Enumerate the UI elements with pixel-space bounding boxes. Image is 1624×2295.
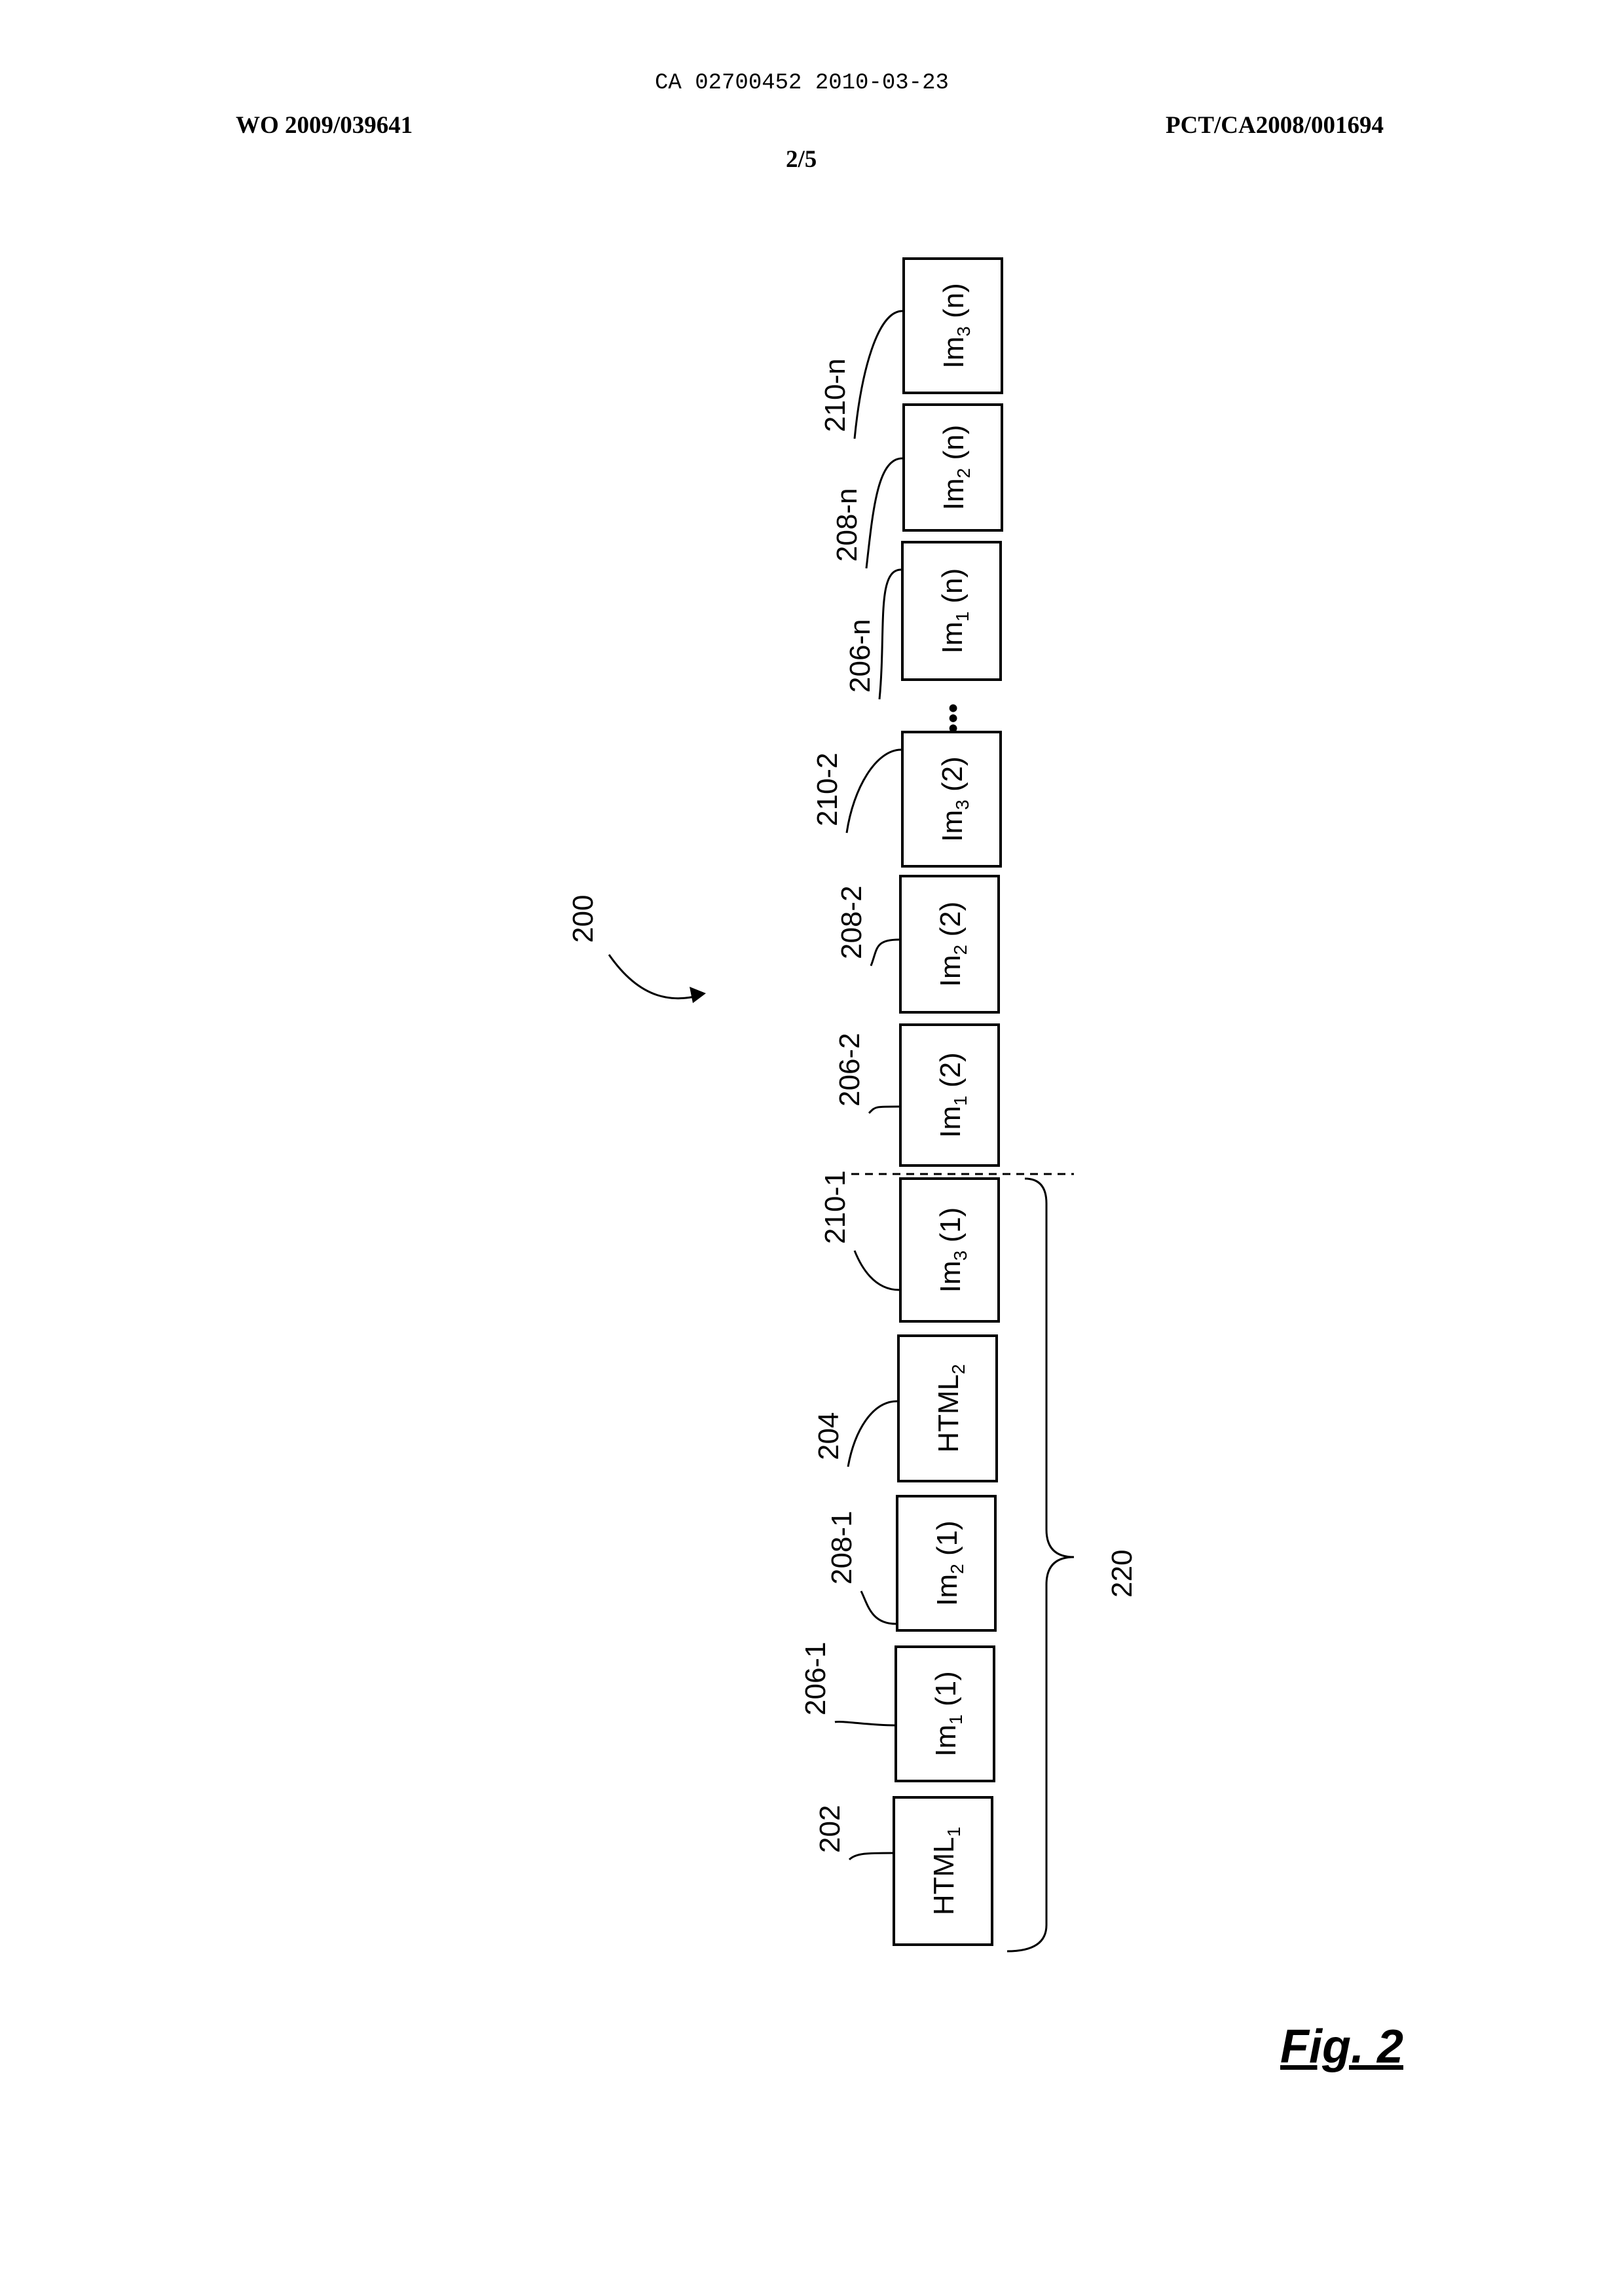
reference-210-2: 210-2 (811, 752, 843, 826)
block-206-2: Im1 (2) (900, 1025, 999, 1166)
block-208-n: Im2 (n) (904, 405, 1002, 530)
block-label: Im3 (2) (936, 756, 972, 841)
leader-line (835, 1721, 895, 1725)
reference-202: 202 (814, 1805, 846, 1853)
leader-line (847, 750, 901, 833)
block-label: Im1 (n) (936, 568, 972, 653)
block-label: HTML2 (932, 1364, 969, 1452)
leader-line (855, 311, 902, 439)
ellipsis: ••• (937, 703, 969, 733)
block-sequence: HTML1 Im1 (1) Im2 (1) HTML2 Im3 (1) Im1 (2) Im… (894, 259, 1002, 1945)
reference-200-arrow (609, 955, 701, 999)
reference-210-n: 210-n (819, 358, 851, 432)
reference-208-2: 208-2 (836, 885, 868, 959)
block-210-2: Im3 (2) (902, 732, 1001, 866)
block-210-n: Im3 (n) (904, 259, 1002, 393)
reference-208-1: 208-1 (826, 1511, 858, 1585)
block-label: Im3 (1) (934, 1207, 970, 1293)
leader-line (861, 1591, 896, 1624)
block-208-2: Im2 (2) (900, 876, 999, 1012)
block-206-n: Im1 (n) (902, 542, 1001, 680)
reference-204: 204 (813, 1412, 845, 1460)
leader-line (849, 1853, 893, 1860)
block-202: HTML1 (894, 1797, 992, 1945)
block-204: HTML2 (898, 1336, 997, 1481)
reference-210-1: 210-1 (819, 1170, 851, 1244)
block-label: Im2 (n) (938, 425, 974, 510)
leader-line (848, 1401, 897, 1467)
block-label: HTML1 (928, 1827, 964, 1915)
leader-line (866, 458, 902, 568)
leader-line (855, 1251, 899, 1290)
reference-208-n: 208-n (831, 488, 863, 562)
leader-line (879, 570, 901, 699)
reference-206-1: 206-1 (800, 1642, 832, 1716)
reference-206-2: 206-2 (834, 1033, 866, 1107)
reference-leaders: 202 206-1 208-1 204 210-1 206-2 208-2 210-2 206-… (800, 311, 902, 1860)
block-label: Im1 (1) (930, 1671, 966, 1756)
reference-220: 220 (1106, 1550, 1138, 1598)
leader-line (869, 1107, 899, 1113)
leader-line (871, 940, 899, 966)
block-label: Im2 (2) (934, 902, 970, 987)
block-210-1: Im3 (1) (900, 1179, 999, 1321)
figure-caption: Fig. 2 (1280, 2020, 1403, 2074)
block-label: Im3 (n) (938, 283, 974, 368)
arrowhead-icon (690, 987, 706, 1003)
block-label: Im2 (1) (931, 1520, 967, 1606)
block-label: Im1 (2) (934, 1052, 970, 1137)
group-brace (1007, 1179, 1074, 1951)
reference-200: 200 (567, 895, 599, 943)
block-208-1: Im2 (1) (897, 1496, 995, 1630)
reference-206-n: 206-n (844, 619, 876, 693)
block-206-1: Im1 (1) (896, 1647, 994, 1781)
